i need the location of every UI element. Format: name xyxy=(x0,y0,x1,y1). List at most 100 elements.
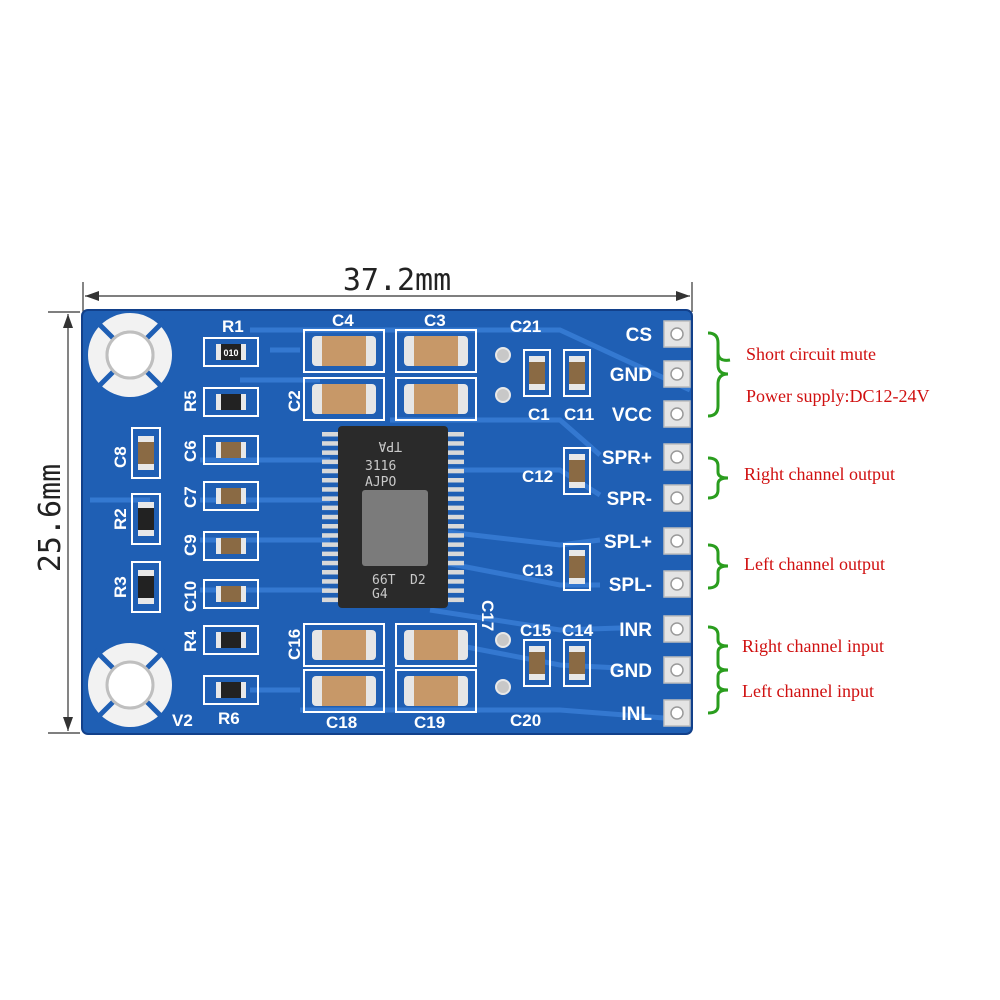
svg-text:C18: C18 xyxy=(326,713,357,732)
pin-hole xyxy=(670,534,684,548)
chip-pin xyxy=(446,487,464,492)
chip-pin xyxy=(446,450,464,455)
chip-marking-2: 3116 xyxy=(365,459,396,474)
pin-label: GND xyxy=(610,661,652,682)
pin-hole xyxy=(670,367,684,381)
large-caps-bottom xyxy=(303,623,477,713)
chip-marking-4: D2 xyxy=(410,573,426,588)
svg-text:010: 010 xyxy=(223,348,238,358)
svg-text:C1: C1 xyxy=(528,405,550,424)
chip-pin xyxy=(446,468,464,474)
svg-text:C15: C15 xyxy=(520,621,551,640)
pin-label: SPR- xyxy=(607,489,652,510)
pin-label: SPL- xyxy=(609,575,652,596)
annotation-right-channel-input: Right channel input xyxy=(742,636,884,656)
annotation-power-supply: Power supply:DC12-24V xyxy=(746,386,930,406)
header-pin: SPL- xyxy=(609,570,691,598)
svg-text:C7: C7 xyxy=(181,486,200,508)
chip-marking-6: G4 xyxy=(372,587,388,602)
pin-hole xyxy=(670,407,684,421)
chip-marking-1: TPA xyxy=(378,438,402,453)
svg-text:R1: R1 xyxy=(222,317,244,336)
chip-pin xyxy=(446,597,464,603)
width-label: 37.2mm xyxy=(343,263,451,298)
pin-hole xyxy=(670,706,684,720)
chip-pin xyxy=(322,478,340,483)
height-dimension: 25.6mm xyxy=(33,311,80,734)
header-pin: SPR+ xyxy=(602,443,691,471)
bracket-right-output xyxy=(707,456,729,500)
header-pin: CS xyxy=(626,320,691,348)
chip-pin xyxy=(322,588,340,593)
svg-text:C12: C12 xyxy=(522,467,553,486)
left-components: 010 xyxy=(131,337,259,705)
svg-text:C16: C16 xyxy=(285,629,304,660)
pin-pad xyxy=(663,400,691,428)
silkscreen-labels: R1 R5 C6 C7 C9 C10 R4 R6 C8 R2 R3 C4 C3 … xyxy=(111,311,594,732)
bracket-inputs xyxy=(707,625,729,715)
header-pin: INL xyxy=(621,699,691,727)
pin-label: SPR+ xyxy=(602,448,652,469)
chip-pin xyxy=(322,533,340,538)
chip-pin xyxy=(322,487,340,492)
svg-text:C21: C21 xyxy=(510,317,541,336)
height-label: 25.6mm xyxy=(33,464,68,572)
chip-pin xyxy=(322,432,340,437)
pin-label: GND xyxy=(610,365,652,386)
chip-pin xyxy=(446,560,464,566)
chip-pin xyxy=(322,496,340,501)
chip-pin xyxy=(322,450,340,455)
header-pin: GND xyxy=(610,656,691,684)
svg-text:C6: C6 xyxy=(181,440,200,462)
svg-text:C2: C2 xyxy=(285,390,304,412)
svg-text:C10: C10 xyxy=(181,581,200,612)
header-pin: GND xyxy=(610,360,691,388)
pin-hole xyxy=(670,577,684,591)
chip-pin xyxy=(322,579,340,584)
chip-marking-3: AJPO xyxy=(365,475,396,490)
chip-pin xyxy=(446,441,464,446)
chip-pin xyxy=(322,597,340,603)
chip-pin xyxy=(322,459,340,465)
chip-pin xyxy=(446,551,464,557)
svg-text:R3: R3 xyxy=(111,576,130,598)
amplifier-chip: TPA 3116 AJPO D2 66T G4 xyxy=(322,426,464,608)
large-caps-top xyxy=(303,329,477,421)
pcb: 010 xyxy=(81,309,693,735)
chip-pin xyxy=(446,570,464,575)
chip-pin xyxy=(446,432,464,437)
svg-text:R2: R2 xyxy=(111,508,130,530)
mounting-hole-bottom xyxy=(88,643,172,727)
svg-text:C19: C19 xyxy=(414,713,445,732)
svg-text:C17: C17 xyxy=(478,600,497,631)
svg-text:C3: C3 xyxy=(424,311,446,330)
svg-text:C14: C14 xyxy=(562,621,594,640)
pin-hole xyxy=(670,622,684,636)
annotations: Short circuit mute Power supply:DC12-24V… xyxy=(707,331,930,715)
chip-pin xyxy=(446,579,464,584)
chip-pin xyxy=(446,524,464,529)
mounting-hole-top xyxy=(88,313,172,397)
chip-pin xyxy=(446,588,464,593)
svg-text:R6: R6 xyxy=(218,709,240,728)
vias xyxy=(495,347,511,695)
pin-label: CS xyxy=(626,325,652,346)
svg-text:C9: C9 xyxy=(181,534,200,556)
chip-pin xyxy=(446,496,464,501)
chip-pin xyxy=(322,542,340,547)
header-pin: SPR- xyxy=(607,484,691,512)
pin-pad xyxy=(663,656,691,684)
pin-pad xyxy=(663,360,691,388)
chip-pin xyxy=(322,524,340,529)
pin-hole xyxy=(670,491,684,505)
svg-text:C20: C20 xyxy=(510,711,541,730)
svg-text:R5: R5 xyxy=(181,390,200,412)
annotation-short-circuit-mute: Short circuit mute xyxy=(746,344,876,364)
small-caps-right xyxy=(523,349,591,687)
annotation-left-channel-output: Left channel output xyxy=(744,554,885,574)
svg-text:C4: C4 xyxy=(332,311,354,330)
header-pin: SPL+ xyxy=(604,527,691,555)
svg-text:C8: C8 xyxy=(111,446,130,468)
